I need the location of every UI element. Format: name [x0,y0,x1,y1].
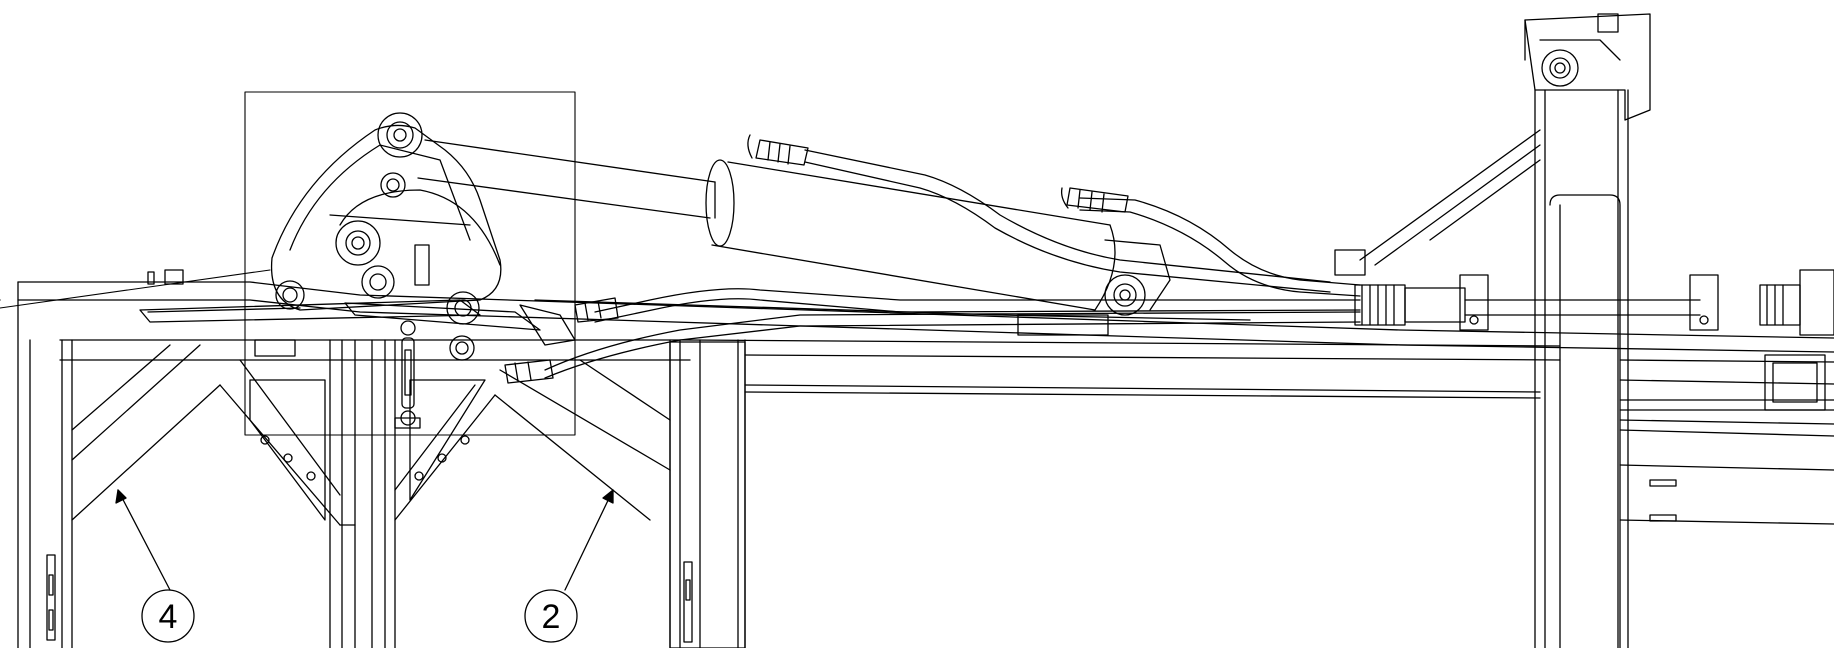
callout-4-circle [141,589,195,643]
callout-2-circle [524,589,578,643]
detail-frame [244,91,576,436]
post-slots [46,479,1677,643]
callout-4-label: 4 [159,598,178,636]
mounting-clips [147,269,1109,357]
bolts [275,49,1579,361]
right-end-box [1619,354,1834,411]
hydraulic-hoses [534,149,1361,379]
callout-arrows [115,489,614,591]
callout-2: 2 [524,589,578,643]
top-bracket [1524,13,1651,121]
hose-fittings [504,134,1129,384]
hydraulic-cylinder [417,139,1171,311]
vertical-posts [17,89,1629,649]
hose-coupling-row [1334,249,1834,336]
pivot-bracket [139,124,502,323]
callout-4: 4 [141,589,195,643]
linkage-arm [344,244,576,346]
leader-line [0,269,271,309]
diagonal-braces [71,129,1541,526]
frame-rails [0,281,1834,525]
plate-holes [260,435,470,481]
callout-2-label: 2 [542,598,561,636]
turnbuckle [394,320,421,429]
